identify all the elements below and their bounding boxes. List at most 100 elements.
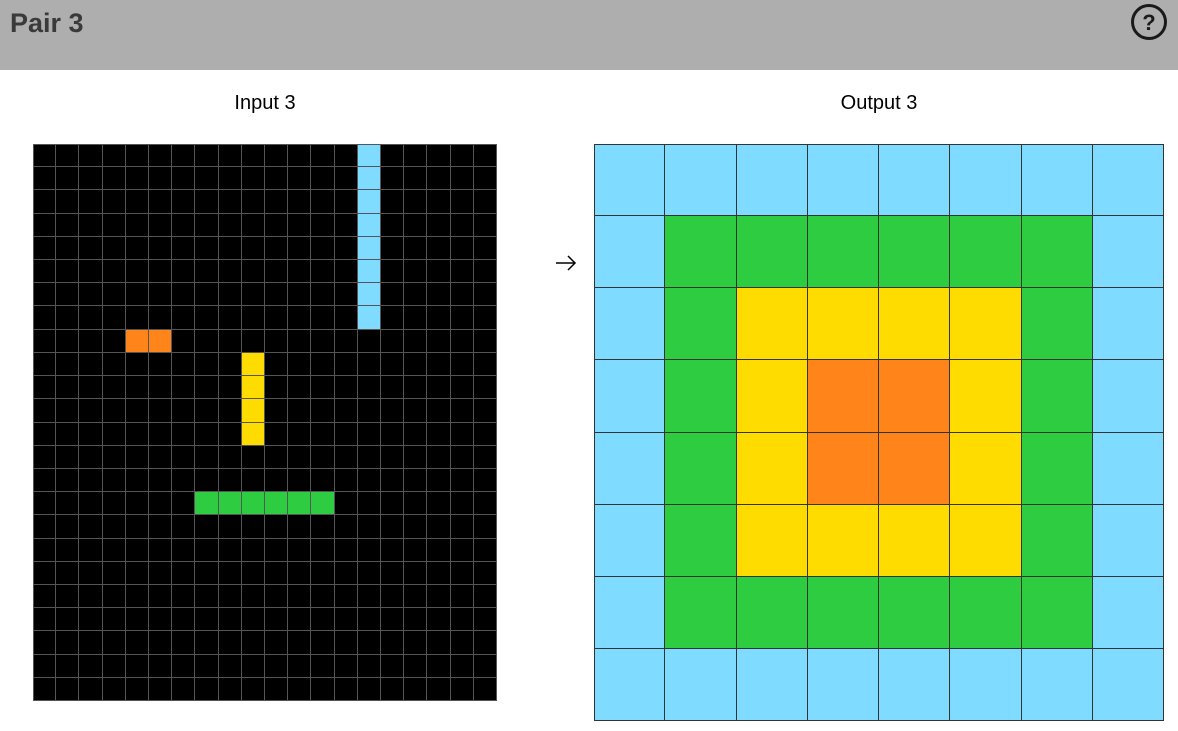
input-cell [334,213,358,237]
input-cell [404,538,428,562]
input-cell [195,306,219,330]
input-cell [404,561,428,585]
input-cell [450,492,474,516]
input-cell [56,399,80,423]
input-cell [172,608,196,632]
input-cell [218,260,242,284]
input-cell [56,561,80,585]
input-cell [56,283,80,307]
input-cell [404,515,428,539]
output-cell [1021,216,1093,289]
input-cell [102,283,126,307]
input-cell [218,584,242,609]
input-cell [357,468,381,493]
input-cell [450,260,474,284]
input-cell [427,236,451,261]
output-cell [1021,432,1093,505]
input-cell [334,515,358,539]
input-cell [172,190,196,214]
input-cell [102,144,126,168]
input-cell [241,352,265,377]
input-cell [125,445,149,469]
output-cell [665,288,737,361]
input-cell [241,236,265,261]
input-cell [56,515,80,539]
input-cell [311,144,335,168]
question-circle-icon[interactable]: ? [1130,3,1168,41]
input-grid [33,144,497,701]
input-cell [311,260,335,284]
input-cell [311,538,335,562]
input-cell [149,399,173,423]
input-cell [357,190,381,214]
input-cell [311,190,335,214]
input-cell [404,329,428,353]
input-cell [288,538,312,562]
input-cell [311,492,335,516]
input-cell [334,445,358,469]
input-cell [218,190,242,214]
output-cell [736,360,808,433]
input-cell [334,167,358,191]
input-cell [265,283,289,307]
output-cell [665,576,737,649]
input-cell [172,584,196,609]
input-cell [427,422,451,446]
input-cell [218,144,242,168]
input-cell [218,445,242,469]
input-cell [241,468,265,493]
input-cell [195,538,219,562]
input-cell [79,399,103,423]
input-cell [381,283,405,307]
output-cell [1021,576,1093,649]
input-cell [404,376,428,400]
input-cell [381,608,405,632]
input-cell [241,608,265,632]
input-cell [450,654,474,678]
input-cell [33,538,57,562]
input-cell [56,260,80,284]
input-cell [172,213,196,237]
output-cell [594,216,666,289]
input-cell [381,329,405,353]
input-cell [56,167,80,191]
input-cell [241,329,265,353]
input-cell [450,399,474,423]
input-cell [241,283,265,307]
input-cell [404,144,428,168]
input-cell [172,399,196,423]
input-cell [334,329,358,353]
input-cell [33,190,57,214]
input-cell [404,492,428,516]
input-cell [427,468,451,493]
output-cell [1092,648,1164,721]
input-cell [56,376,80,400]
input-cell [241,190,265,214]
input-cell [427,306,451,330]
input-cell [450,608,474,632]
input-cell [334,352,358,377]
input-cell [195,236,219,261]
input-cell [265,492,289,516]
input-cell [381,260,405,284]
input-cell [149,167,173,191]
input-cell [427,376,451,400]
input-cell [241,515,265,539]
input-cell [450,236,474,261]
input-cell [473,631,497,655]
input-cell [265,631,289,655]
input-cell [265,468,289,493]
input-cell [241,376,265,400]
input-cell [334,260,358,284]
input-cell [381,213,405,237]
input-cell [473,538,497,562]
output-cell [950,216,1022,289]
input-cell [288,376,312,400]
input-cell [33,561,57,585]
input-cell [172,260,196,284]
output-cell [879,144,951,217]
input-cell [427,144,451,168]
input-cell [450,144,474,168]
input-cell [33,260,57,284]
input-cell [56,631,80,655]
